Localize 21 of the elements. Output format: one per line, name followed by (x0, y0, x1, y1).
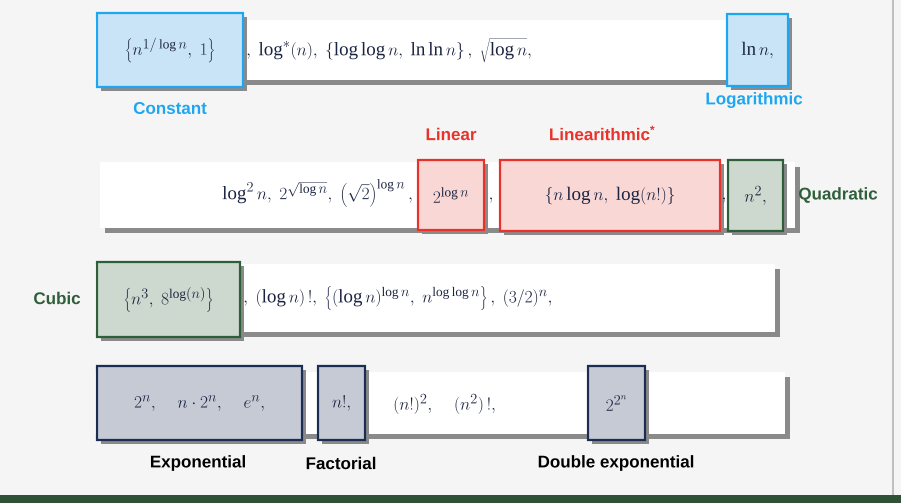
class-label: Constant (134, 102, 207, 114)
highlight-box: $2^n,\quad n\cdot 2^n,\quad e^n,$ (96, 364, 306, 444)
highlight-box: $\left\{n^{1/\log n},\ 1\right\}$ (96, 12, 247, 91)
formula-text: $\log^2 n,\ 2^{\sqrt{\log n}},\ \left(\sqrt{2}\right)^{\log n},$ (222, 179, 412, 207)
class-label: Exponential (150, 455, 245, 471)
formula-text: $,$ (723, 197, 726, 202)
formula-text: $(n!)^2,\quad (n^2)\,!,$ (394, 394, 494, 414)
class-label: Double exponential (538, 455, 694, 471)
highlight-box: $n^2,$ (726, 158, 788, 235)
highlight-box: $\left\{n^3,\ 8^{\log(n)}\right\}$ (96, 260, 244, 341)
class-label: Quadratic (799, 187, 878, 203)
class-label: Linear (426, 128, 476, 140)
highlight-box: $\ln n,$ (726, 12, 792, 90)
highlight-box: $n!,$ (316, 364, 369, 444)
class-label: Factorial (306, 456, 376, 470)
highlight-box: $2^{2^n}$ (586, 364, 649, 444)
class-label: Logarithmic (706, 92, 802, 108)
class-label: Linearithmic$^{*}$ (550, 126, 655, 140)
highlight-box: $2^{\log n}$ (416, 158, 488, 234)
formula-text: $,$ (490, 197, 492, 202)
class-label: Cubic (34, 292, 80, 304)
